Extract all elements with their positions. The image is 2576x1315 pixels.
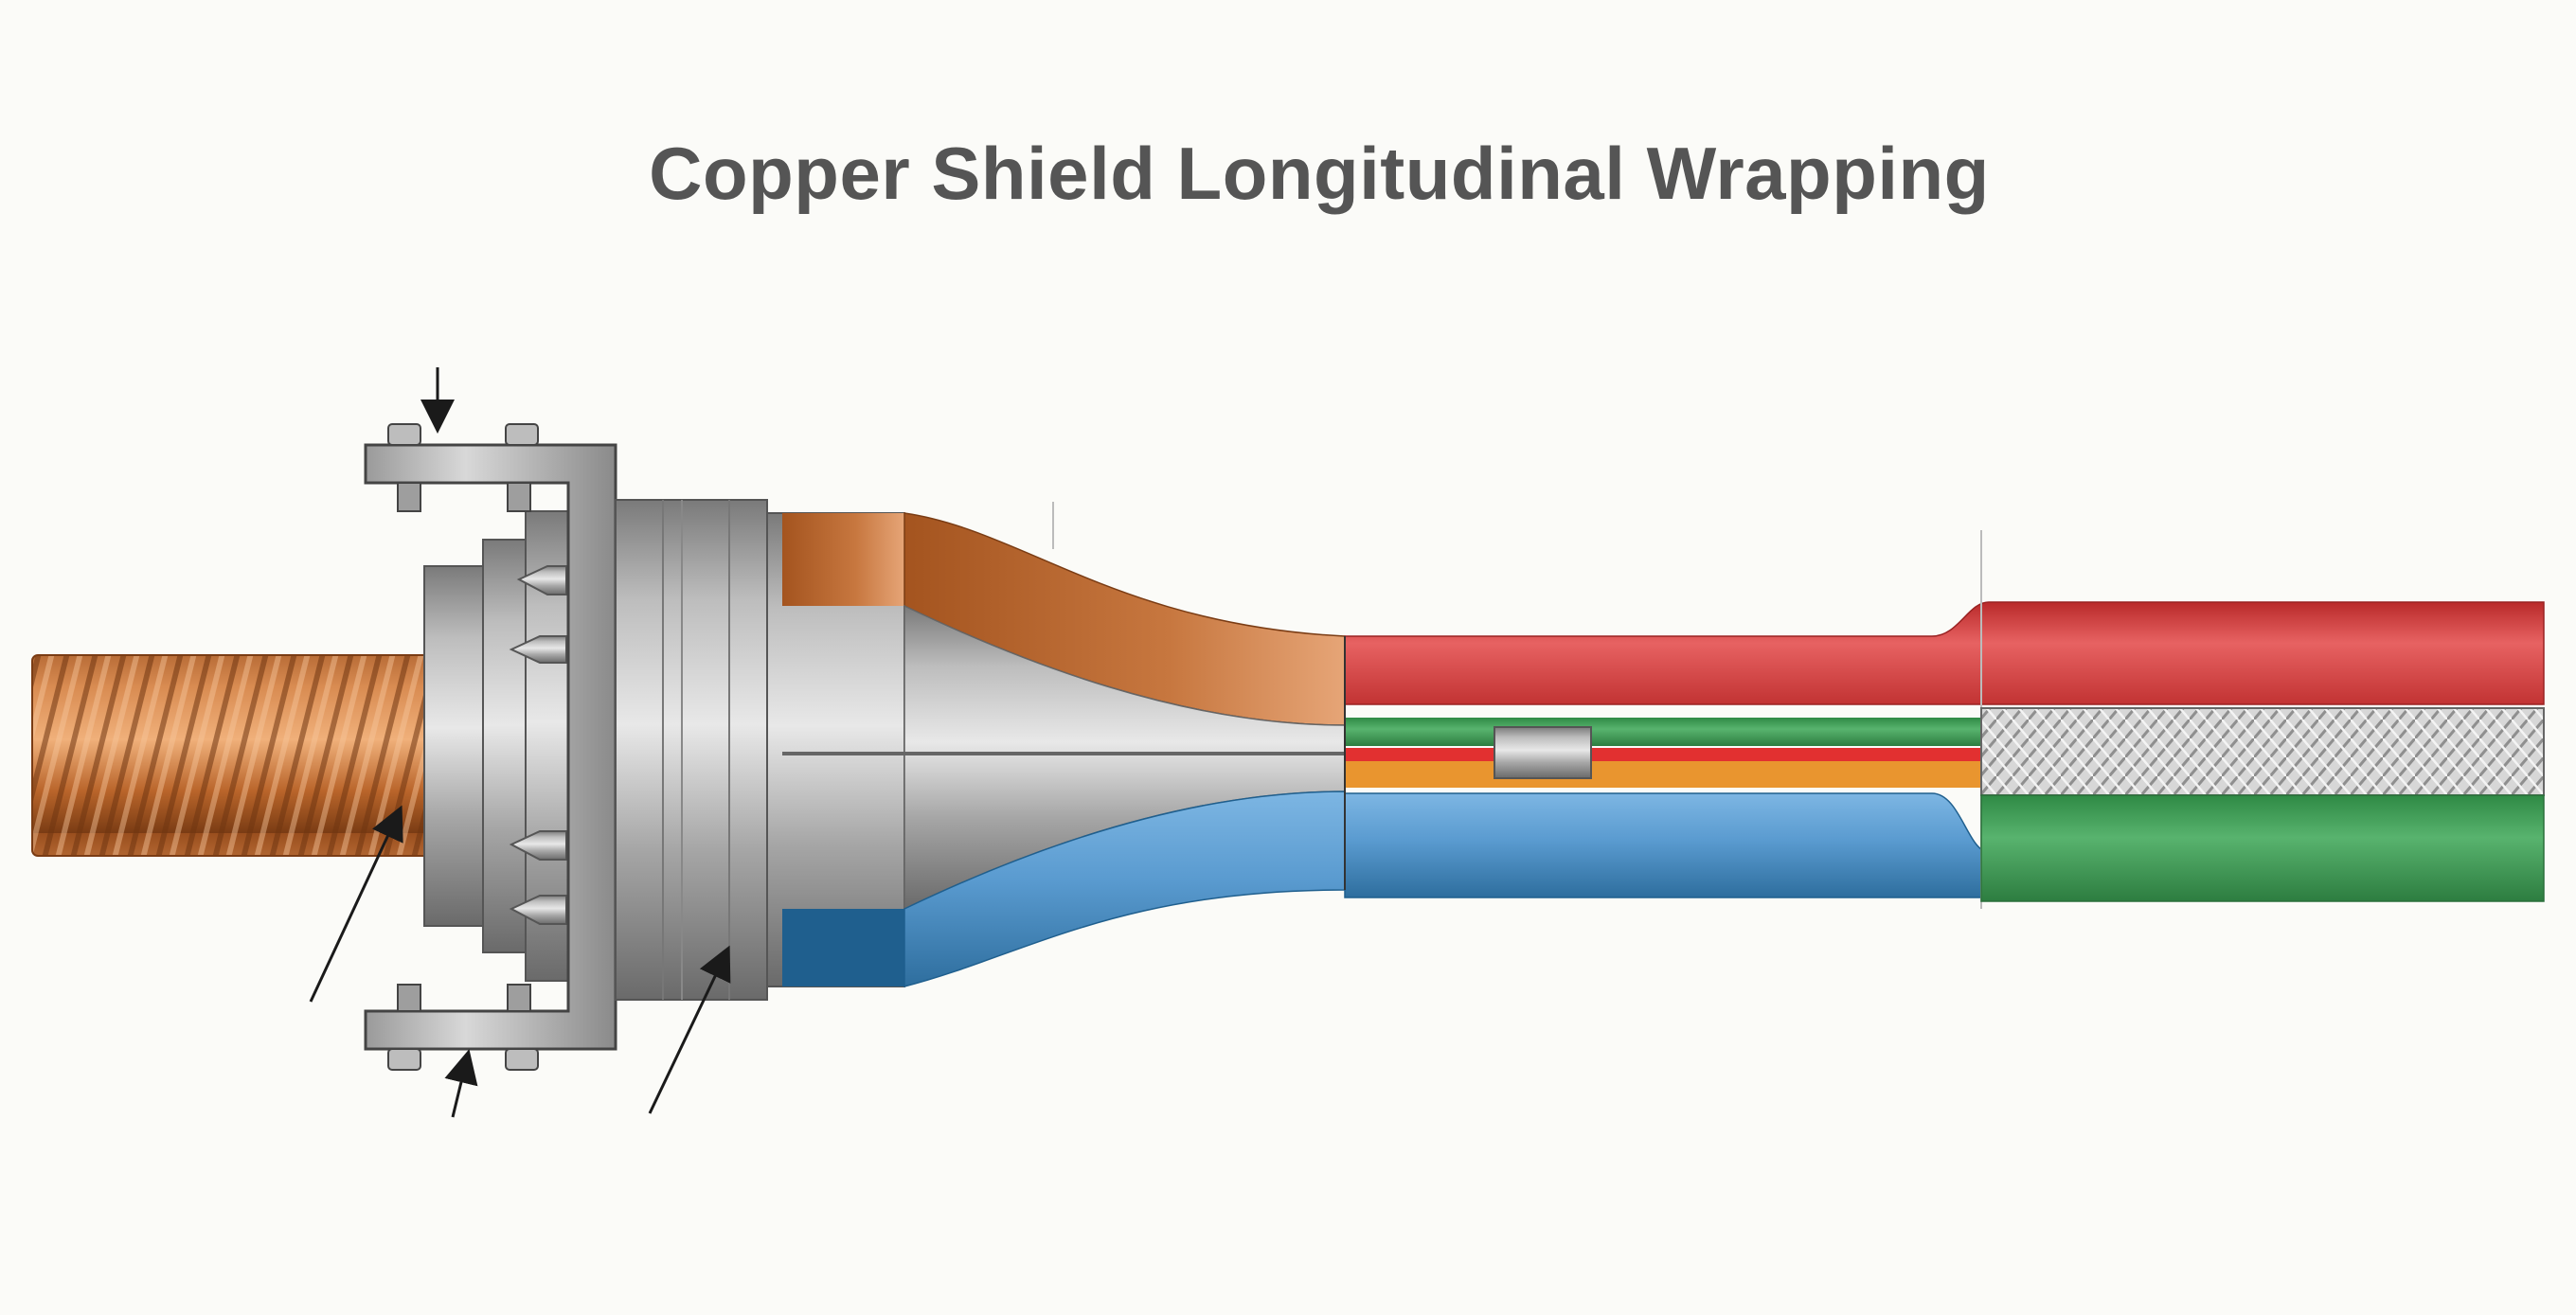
coil-pointer [309, 805, 403, 1003]
forming-cone [766, 512, 1346, 987]
cable-layers [1052, 502, 2545, 909]
bolt-icon [507, 984, 531, 1012]
annotation-arrows [309, 367, 731, 1118]
housing-pointer [648, 945, 731, 1114]
bolt-icon [505, 423, 539, 446]
bolt-icon [505, 1048, 539, 1071]
braided-shield [1980, 707, 2545, 902]
red-conductor [1345, 748, 1981, 761]
bolt-icon [387, 1048, 421, 1071]
blue-layer [1344, 792, 1990, 898]
seam-welder [1494, 726, 1592, 779]
flange-studs [509, 565, 567, 925]
green-layer [1345, 718, 1981, 746]
green-outer-jacket [1980, 794, 2545, 902]
bolt-icon [387, 423, 421, 446]
diagram-title: Copper Shield Longitudinal Wrapping [649, 132, 1990, 215]
copper-corrugated-tube [31, 654, 440, 857]
bolt-icon [397, 482, 421, 512]
orange-layer [1345, 761, 1981, 788]
forming-die-housing [615, 499, 768, 1001]
bottom-bolt-arrow [444, 1049, 478, 1118]
bolt-icon [397, 984, 421, 1012]
bolt-icon [507, 482, 531, 512]
red-outer-jacket [1344, 601, 2545, 705]
